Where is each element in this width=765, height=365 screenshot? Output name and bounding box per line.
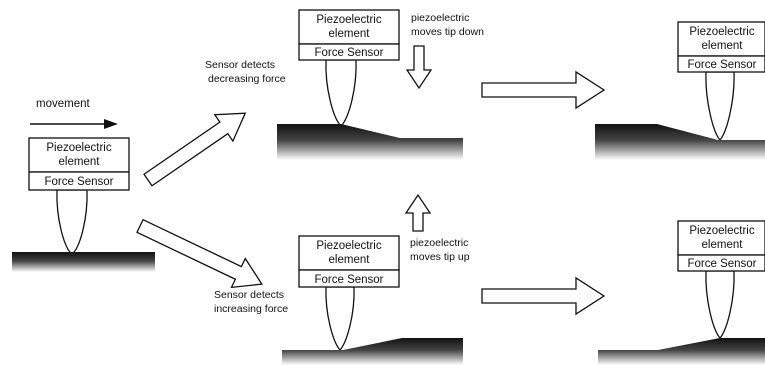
movement-label: movement <box>36 98 90 110</box>
probe-tip <box>705 270 735 339</box>
right-arrow-lower <box>481 276 606 316</box>
force-sensor-label: Force Sensor <box>687 59 756 71</box>
sample-surface-step-down <box>277 124 463 160</box>
tip-down-arrow <box>405 45 433 90</box>
piezo-label-line1: Piezoelectric <box>689 26 754 38</box>
piezo-label-line1: Piezoelectric <box>689 225 754 237</box>
movement-indicator: movement <box>30 98 118 129</box>
detect-decreasing-line1: Sensor detects <box>205 59 275 71</box>
tip-up-indicator: piezoelectric moves tip up <box>404 193 470 263</box>
piezo-label-line2: element <box>702 239 744 251</box>
piezo-element-box <box>298 9 400 45</box>
detect-increasing-line1: Sensor detects <box>214 289 284 301</box>
branch-arrow-up <box>143 112 247 187</box>
movement-arrow-head <box>104 119 118 129</box>
initial-probe: movement Piezoelectric element Force Sen… <box>12 98 155 272</box>
upper-middle-probe: Sensor detects decreasing force Piezoele… <box>205 9 484 160</box>
piezo-label-line2: element <box>329 254 371 266</box>
force-sensor-box <box>298 269 400 288</box>
tip-up-arrow <box>404 193 432 232</box>
probe-tip <box>705 71 735 141</box>
force-sensor-label: Force Sensor <box>314 274 383 286</box>
force-sensor-label: Force Sensor <box>44 176 113 188</box>
force-sensor-box <box>677 55 765 73</box>
sample-surface <box>12 252 155 272</box>
force-sensor-box <box>28 171 130 191</box>
piezo-label-line2: element <box>329 28 371 40</box>
tip-up-line1: piezoelectric <box>410 237 468 249</box>
piezo-label-line2: element <box>59 156 101 168</box>
probe-tip <box>56 189 88 255</box>
force-sensor-box <box>677 254 765 272</box>
piezo-element-box <box>677 220 765 256</box>
force-sensor-label: Force Sensor <box>687 258 756 270</box>
tip-down-line2: moves tip down <box>411 26 484 38</box>
piezo-label-line1: Piezoelectric <box>316 14 381 26</box>
force-sensor-label: Force Sensor <box>314 47 383 59</box>
upper-right-probe: Piezoelectric element Force Sensor <box>595 21 765 160</box>
lower-right-probe: Piezoelectric element Force Sensor <box>598 220 765 365</box>
tip-up-line2: moves tip up <box>410 251 470 263</box>
detect-increasing-line2: increasing force <box>214 303 288 315</box>
branch-arrow-down <box>136 218 263 289</box>
sample-surface-step-down <box>595 124 765 160</box>
probe-tip <box>325 286 355 351</box>
probe-tip <box>325 59 357 127</box>
force-sensor-box <box>298 43 400 61</box>
detect-decreasing-line2: decreasing force <box>208 73 286 85</box>
lower-middle-probe: Sensor detects increasing force Piezoele… <box>214 235 463 365</box>
piezo-label-line1: Piezoelectric <box>316 240 381 252</box>
piezo-element-box <box>298 235 400 271</box>
sample-surface-step-up <box>598 338 765 365</box>
piezo-label-line1: Piezoelectric <box>46 142 111 154</box>
sample-surface-step-up <box>282 338 463 365</box>
tip-down-line1: piezoelectric <box>411 12 469 24</box>
right-arrow-upper <box>481 70 606 110</box>
piezo-label-line2: element <box>702 40 744 52</box>
